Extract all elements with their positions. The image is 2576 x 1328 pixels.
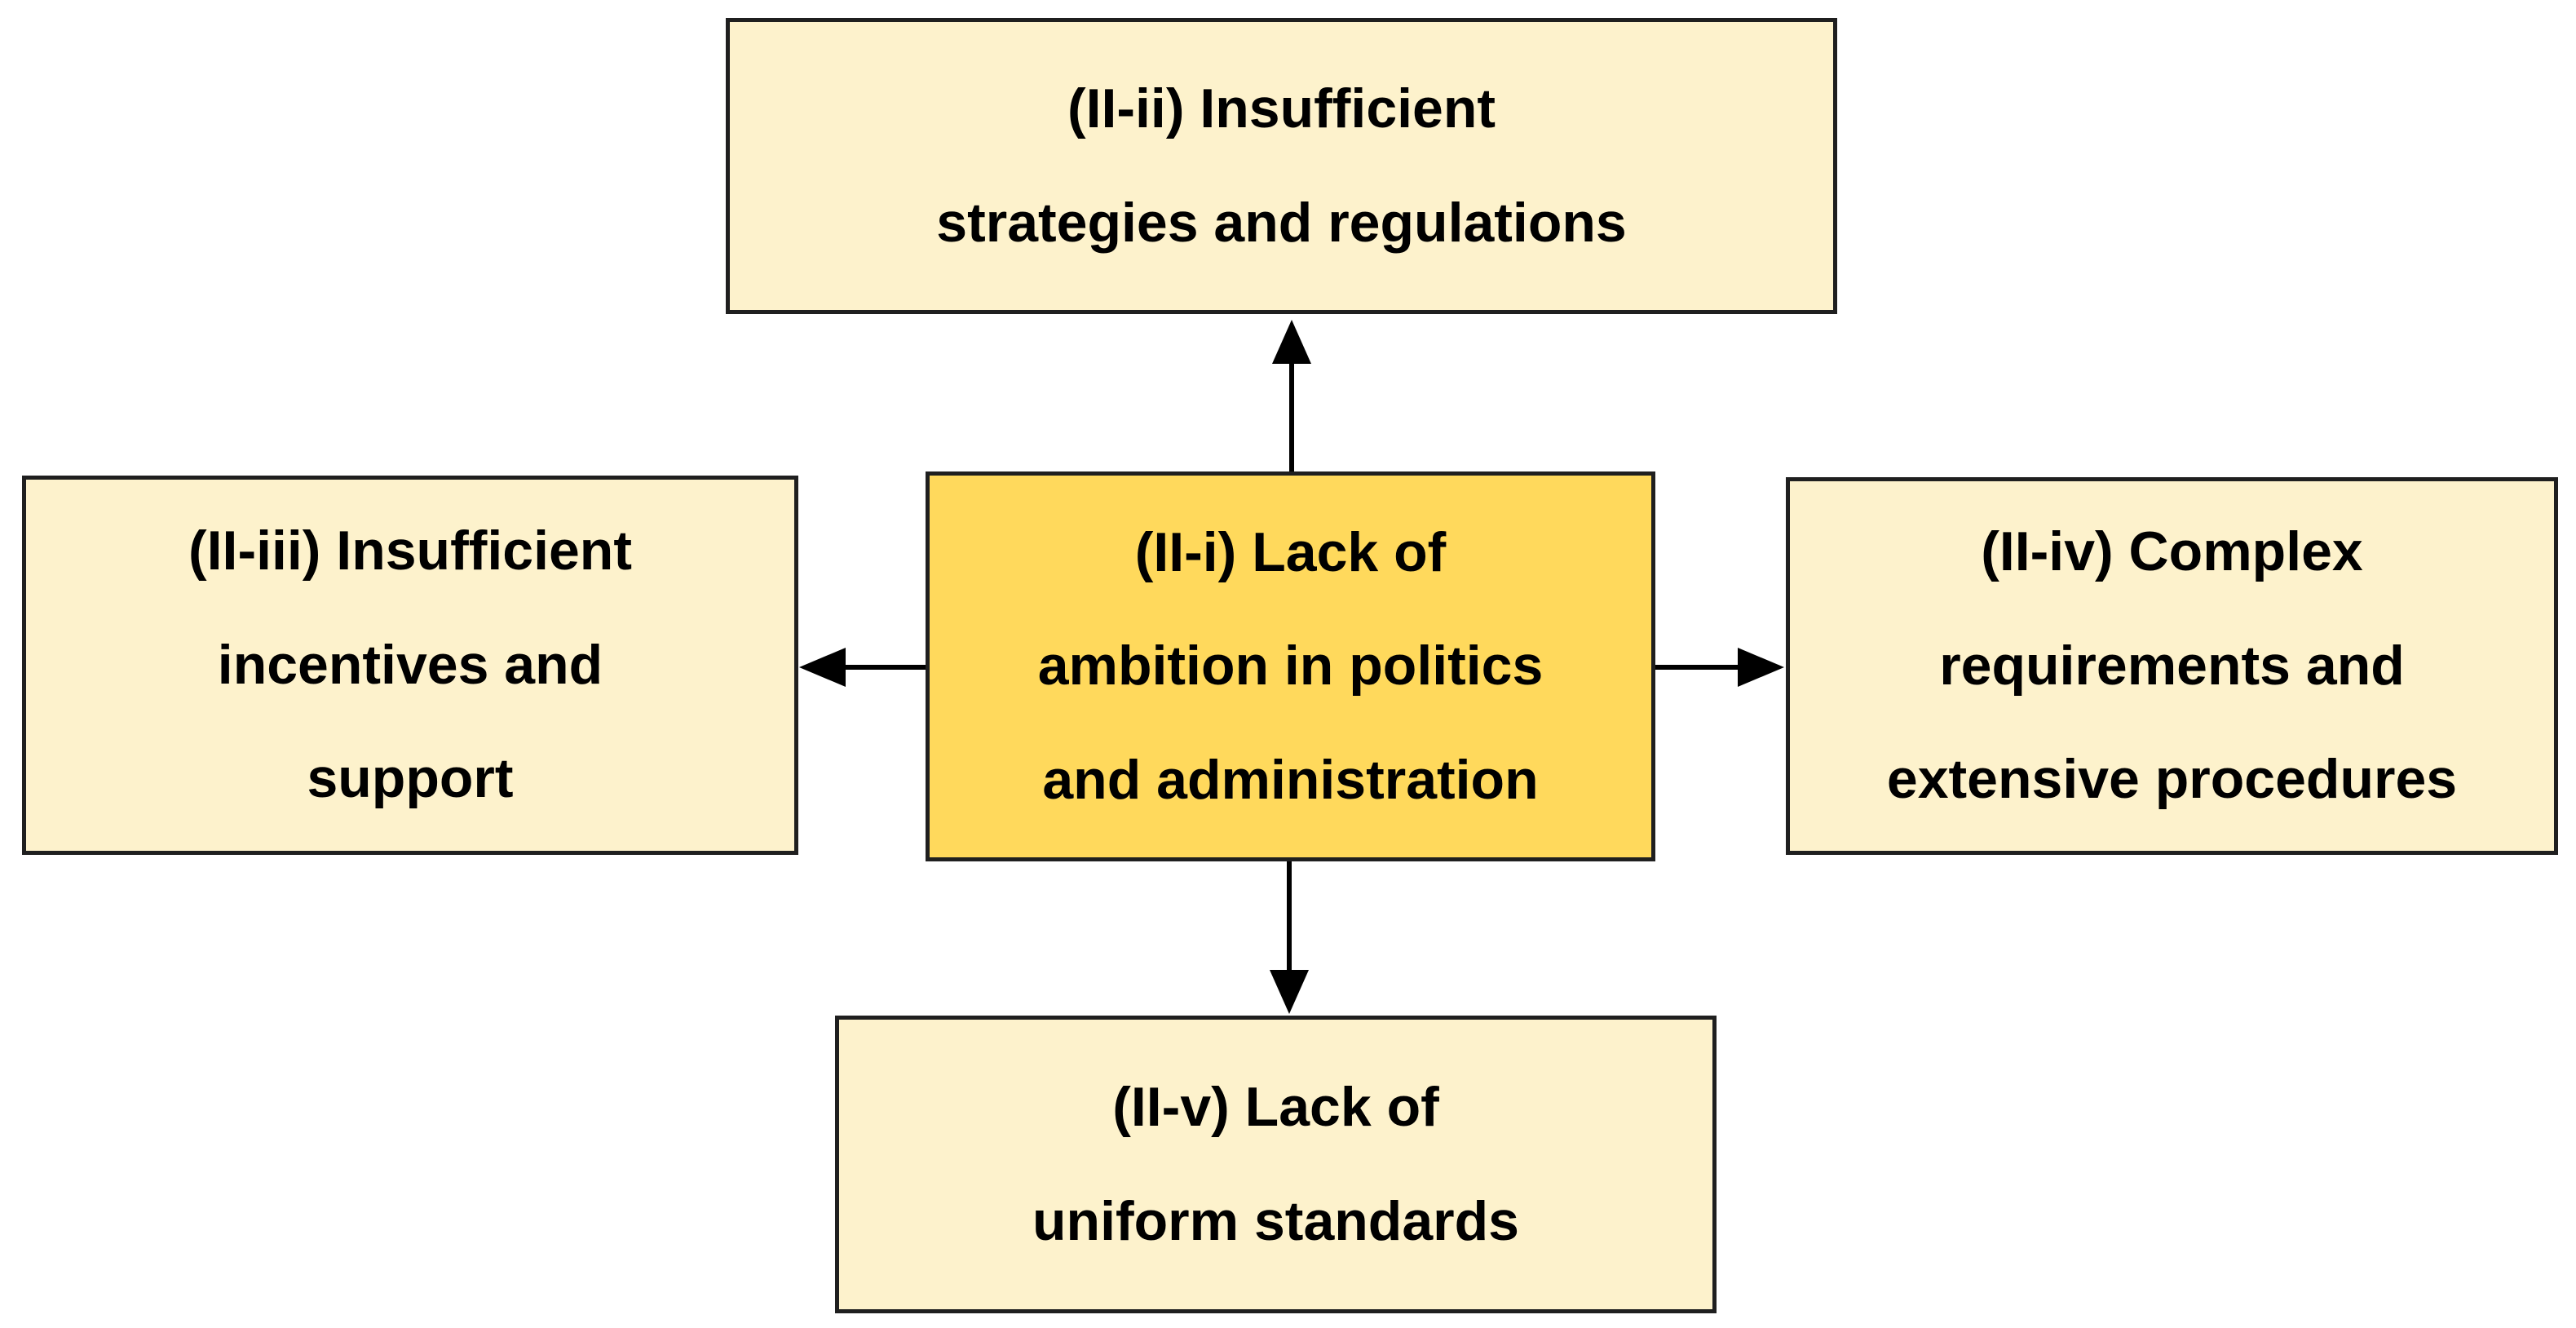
node-insufficient-strategies: (II-ii) Insufficient strategies and regu… — [726, 18, 1837, 314]
arrow-to-left — [799, 648, 926, 687]
arrow-to-right — [1655, 648, 1784, 687]
node-lack-of-uniform-standards: (II-v) Lack of uniform standards — [835, 1016, 1717, 1313]
node-complex-requirements: (II-iv) Complex requirements and extensi… — [1786, 477, 2558, 855]
arrow-to-bottom — [1270, 861, 1309, 1014]
node-complex-requirements-label: (II-iv) Complex requirements and extensi… — [1886, 520, 2458, 811]
node-insufficient-incentives: (II-iii) Insufficient incentives and sup… — [22, 476, 798, 855]
arrow-to-top — [1272, 320, 1311, 471]
node-insufficient-strategies-label: (II-ii) Insufficient strategies and regu… — [936, 77, 1627, 254]
node-insufficient-incentives-label: (II-iii) Insufficient incentives and sup… — [188, 520, 632, 810]
node-lack-of-ambition: (II-i) Lack of ambition in politics and … — [926, 471, 1655, 861]
node-lack-of-ambition-label: (II-i) Lack of ambition in politics and … — [1037, 520, 1544, 811]
node-lack-of-uniform-standards-label: (II-v) Lack of uniform standards — [1032, 1076, 1519, 1252]
